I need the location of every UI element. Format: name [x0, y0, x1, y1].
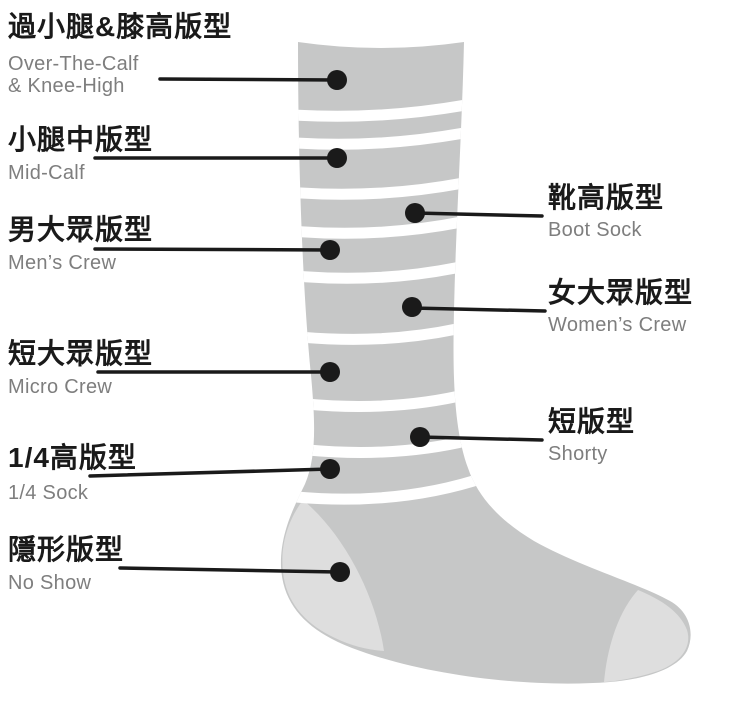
- label-mens-crew: 男大眾版型 Men’s Crew: [8, 214, 154, 275]
- sock-stripe: [305, 388, 470, 412]
- label-boot-sock-en: Boot Sock: [548, 219, 642, 241]
- marker-dot-no-show: [330, 562, 350, 582]
- callout-line-quarter-sock: [88, 467, 332, 478]
- sock-stripe: [299, 320, 472, 345]
- sock-toe: [604, 590, 689, 682]
- label-womens-crew-zh: 女大眾版型: [548, 277, 694, 308]
- sock-stripe: [295, 471, 488, 505]
- callout-line-mens-crew: [93, 247, 332, 252]
- label-micro-crew-en: Micro Crew: [8, 376, 113, 398]
- marker-dot-womens-crew: [402, 297, 422, 317]
- sock-stripe: [293, 258, 476, 284]
- callout-line-no-show: [118, 566, 340, 574]
- sock-stripe: [289, 213, 478, 239]
- label-mid-calf: 小腿中版型 Mid-Calf: [8, 124, 154, 185]
- label-micro-crew-zh: 短大眾版型: [8, 338, 154, 369]
- callout-line-womens-crew: [410, 306, 547, 313]
- label-no-show-zh: 隱形版型: [8, 534, 125, 565]
- label-shorty-zh: 短版型: [548, 406, 636, 437]
- label-over-the-calf: 過小腿&膝高版型 Over-The-Calf & Knee-High: [8, 11, 233, 98]
- label-quarter-sock-en: 1/4 Sock: [8, 482, 89, 504]
- label-mid-calf-zh: 小腿中版型: [8, 124, 154, 155]
- label-boot-sock: 靴高版型 Boot Sock: [548, 182, 665, 242]
- sock-body: [280, 42, 691, 684]
- label-womens-crew-en: Women’s Crew: [548, 314, 687, 336]
- label-quarter-sock: 1/4高版型 1/4 Sock: [8, 442, 137, 505]
- sock-stripe: [285, 174, 480, 200]
- callout-line-shorty: [418, 435, 544, 442]
- marker-dot-over-the-calf: [327, 70, 347, 90]
- callout-line-over-the-calf: [158, 77, 339, 82]
- label-no-show-en: No Show: [8, 572, 92, 594]
- label-micro-crew: 短大眾版型 Micro Crew: [8, 338, 154, 399]
- marker-dot-mens-crew: [320, 240, 340, 260]
- label-shorty-en: Shorty: [548, 443, 608, 465]
- sock-stripe: [280, 96, 484, 122]
- label-mens-crew-zh: 男大眾版型: [8, 214, 154, 245]
- label-womens-crew: 女大眾版型 Women’s Crew: [548, 277, 694, 337]
- label-mid-calf-en: Mid-Calf: [8, 162, 85, 184]
- label-over-the-calf-en: Over-The-Calf & Knee-High: [8, 53, 139, 97]
- label-mens-crew-en: Men’s Crew: [8, 252, 117, 274]
- marker-dot-shorty: [410, 427, 430, 447]
- callout-line-boot-sock: [413, 211, 544, 218]
- label-boot-sock-zh: 靴高版型: [548, 182, 665, 213]
- label-no-show: 隱形版型 No Show: [8, 534, 125, 595]
- label-quarter-sock-zh: 1/4高版型: [8, 442, 137, 473]
- sock-stripe: [281, 124, 482, 150]
- marker-dot-micro-crew: [320, 362, 340, 382]
- marker-dot-quarter-sock: [320, 459, 340, 479]
- sock-stripe: [307, 434, 472, 458]
- label-shorty: 短版型 Shorty: [548, 406, 636, 466]
- marker-dot-mid-calf: [327, 148, 347, 168]
- marker-dot-boot-sock: [405, 203, 425, 223]
- label-over-the-calf-zh: 過小腿&膝高版型: [8, 11, 233, 42]
